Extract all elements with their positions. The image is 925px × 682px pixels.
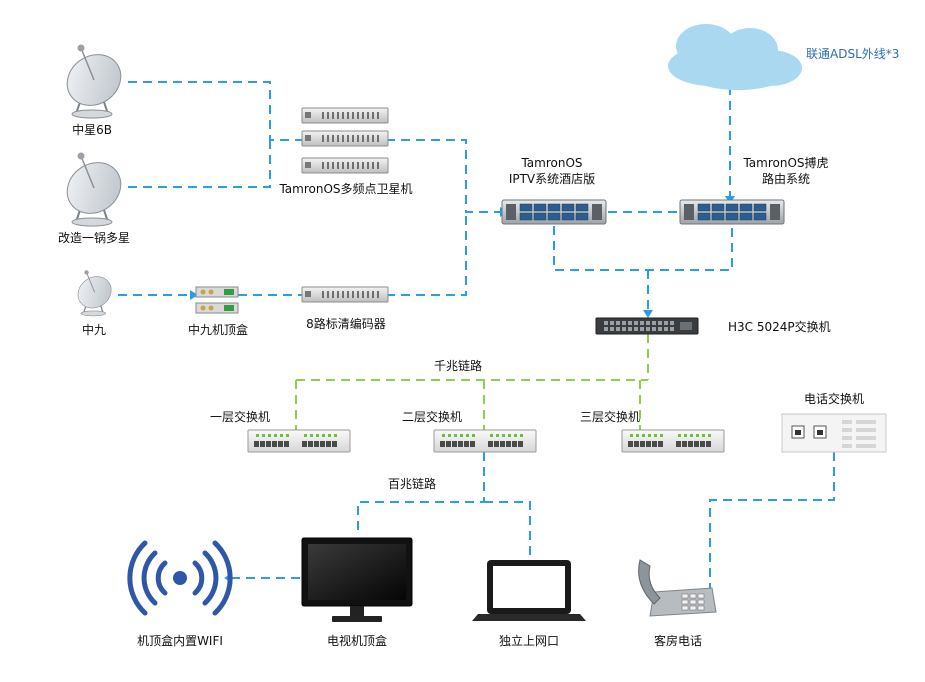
green-links: [295, 334, 649, 430]
blue-links: [118, 81, 835, 590]
network-switch-icon: [433, 429, 537, 453]
network-switch-icon: [247, 429, 351, 453]
label-dish1: 中星6B: [72, 122, 112, 137]
label-fast-link: 百兆链路: [388, 476, 436, 491]
tv-monitor-icon: [301, 537, 413, 622]
label-phone: 客房电话: [654, 633, 702, 648]
satellite-dish-icon: [56, 151, 132, 227]
label-iptv-line2: IPTV系统酒店版: [509, 172, 595, 186]
satellite-dish-zhongxing6b: [56, 43, 132, 119]
rack-server-icon: [301, 157, 389, 174]
floor3-switch: [621, 429, 725, 453]
label-iptv-line1: TamronOS: [520, 156, 582, 170]
satellite-receiver-rack: [301, 107, 389, 174]
rack-server-icon: [301, 107, 389, 124]
zhongjiu-stb: [195, 286, 239, 314]
wifi-icon: [127, 540, 233, 616]
encoder-device: [301, 286, 389, 303]
label-core-switch: H3C 5024P交换机: [728, 319, 831, 334]
satellite-dish-icon: [56, 43, 132, 119]
core-switch: [595, 317, 699, 335]
label-wifi: 机顶盒内置WIFI: [137, 633, 223, 648]
iptv-server: [501, 199, 607, 225]
label-dish3: 中九: [82, 322, 106, 337]
label-stb-zhongjiu: 中九机顶盒: [188, 322, 248, 337]
rack-server-icon: [501, 199, 607, 225]
set-top-box-icon: [195, 286, 239, 314]
floor1-switch: [247, 429, 351, 453]
label-laptop: 独立上网口: [499, 633, 559, 648]
network-switch-icon: [621, 429, 725, 453]
floor2-switch: [433, 429, 537, 453]
network-switch-icon: [595, 317, 699, 335]
label-floor2: 二层交换机: [402, 409, 462, 424]
label-sat-receiver: TamronOS多频点卫星机: [278, 182, 412, 196]
rack-server-icon: [301, 130, 389, 147]
label-cloud: 联通ADSL外线*3: [806, 47, 899, 61]
pbx-icon: [781, 413, 887, 453]
satellite-dish-multi: [56, 151, 132, 227]
telephone-icon: [638, 559, 717, 617]
label-encoder: 8路标清编码器: [306, 316, 386, 331]
label-floor3: 三层交换机: [580, 409, 640, 424]
satellite-dish-icon: [71, 269, 118, 317]
label-tv: 电视机顶盒: [327, 633, 387, 648]
router-server: [679, 199, 785, 225]
label-router-line1: TamronOS搏虎: [742, 156, 828, 170]
label-floor1: 一层交换机: [210, 409, 270, 424]
rack-server-icon: [679, 199, 785, 225]
satellite-dish-zhongjiu: [71, 269, 118, 317]
label-gigabit: 千兆链路: [434, 358, 482, 373]
label-phone-switch: 电话交换机: [804, 391, 864, 406]
label-router-line2: 路由系统: [762, 171, 810, 186]
cloud-icon: [668, 24, 802, 90]
rack-server-icon: [301, 286, 389, 303]
laptop-icon: [472, 560, 586, 621]
label-dish2: 改造一锅多星: [58, 230, 130, 245]
